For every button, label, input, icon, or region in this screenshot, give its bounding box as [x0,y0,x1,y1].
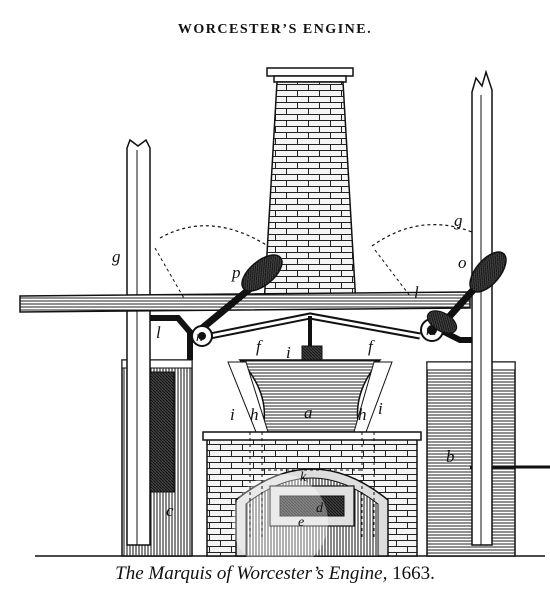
figure-caption: The Marquis of Worcester’s Engine, 1663. [0,563,550,585]
internal-dashed-lines [249,432,375,540]
label-e: e [298,515,304,530]
label-i-top: i [286,343,291,362]
right-cistern [426,361,550,557]
label-n: n [196,330,203,345]
valve-i-box [301,345,323,361]
label-c: c [166,501,174,520]
label-g-right: g [454,211,463,230]
title-text: WORCESTER’S ENGINE. [177,22,373,37]
caption-text: The Marquis of Worcester’s Engine, [115,563,388,584]
label-h-left: h [250,405,259,424]
labels: g g p o l l n m f f i i i h h a b c k d … [112,211,467,530]
label-f-left: f [256,337,263,356]
label-f-right: f [368,337,375,356]
left-pipe-g [126,138,151,546]
cock-m-plug [426,310,458,334]
label-l-left: l [156,323,161,342]
label-g-left: g [112,247,121,266]
label-l-right: l [414,283,419,302]
engine-illustration: g g p o l l n m f f i i i h h a b c k d … [19,67,550,560]
furnace [202,431,422,560]
label-b: b [446,447,455,466]
label-o: o [458,253,467,272]
boiler-a [227,345,393,433]
left-cistern-inner-tube [149,371,175,493]
chimney-collar [273,75,347,83]
label-i-right: i [378,399,383,418]
label-h-right: h [358,405,367,424]
left-handle-p [197,254,283,333]
chimney-cap [266,67,354,77]
label-p: p [231,263,241,282]
page-title: WORCESTER’S ENGINE. [0,22,550,38]
grate-highlight [232,474,328,560]
right-pipe-g [471,69,493,546]
right-swing-arc [371,223,473,247]
horizontal-beam-l [19,291,471,313]
label-d: d [316,501,324,516]
left-swing-arc [159,225,269,247]
chimney [263,67,357,306]
label-a: a [304,403,313,422]
caption-year: 1663. [392,563,435,584]
label-i-left: i [230,405,235,424]
right-handle-o [445,251,507,321]
label-m: m [426,324,436,339]
label-k: k [300,470,307,485]
